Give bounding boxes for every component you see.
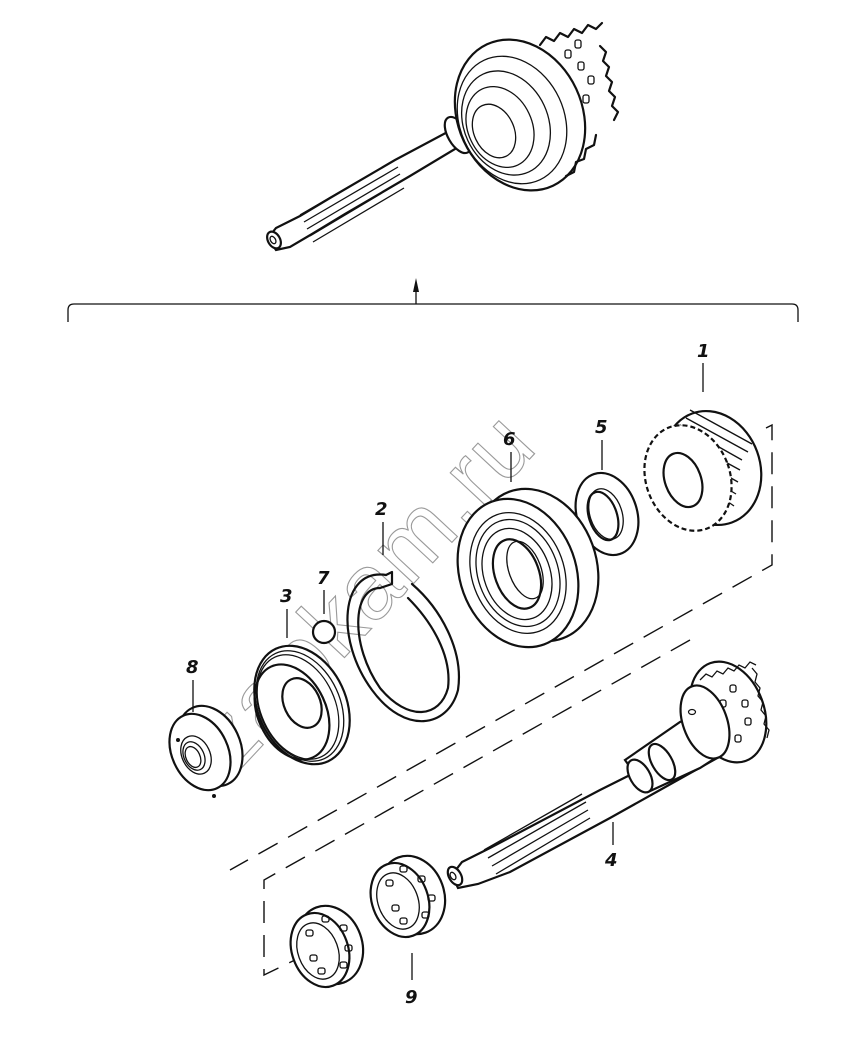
part-4-input-shaft (446, 660, 770, 890)
assembly-bracket (67, 303, 799, 322)
part-8-flange-nut (168, 704, 244, 798)
part-9-roller-cage-left (289, 904, 365, 989)
callout-3: 3 (280, 586, 293, 607)
part-1-gear (643, 409, 763, 532)
assembly-arrow (413, 278, 419, 304)
callout-9: 9 (405, 987, 418, 1008)
callout-6: 6 (503, 429, 516, 450)
part-2-snap-ring (346, 570, 460, 723)
callouts: 1 2 3 4 5 6 7 8 9 (186, 341, 710, 1008)
part-3-cup (253, 644, 351, 766)
callout-7: 7 (317, 568, 330, 589)
part-9-roller-cage-right (369, 854, 447, 939)
callout-4: 4 (604, 850, 618, 871)
callout-8: 8 (186, 657, 199, 678)
part-7-ball (311, 619, 337, 645)
callout-2: 2 (375, 499, 388, 520)
dashed-guide (229, 423, 773, 977)
leader-lines (192, 363, 704, 980)
part-6-bearing (456, 487, 600, 649)
callout-5: 5 (595, 417, 608, 438)
assembled-shaft (266, 21, 620, 252)
callout-1: 1 (697, 341, 710, 362)
